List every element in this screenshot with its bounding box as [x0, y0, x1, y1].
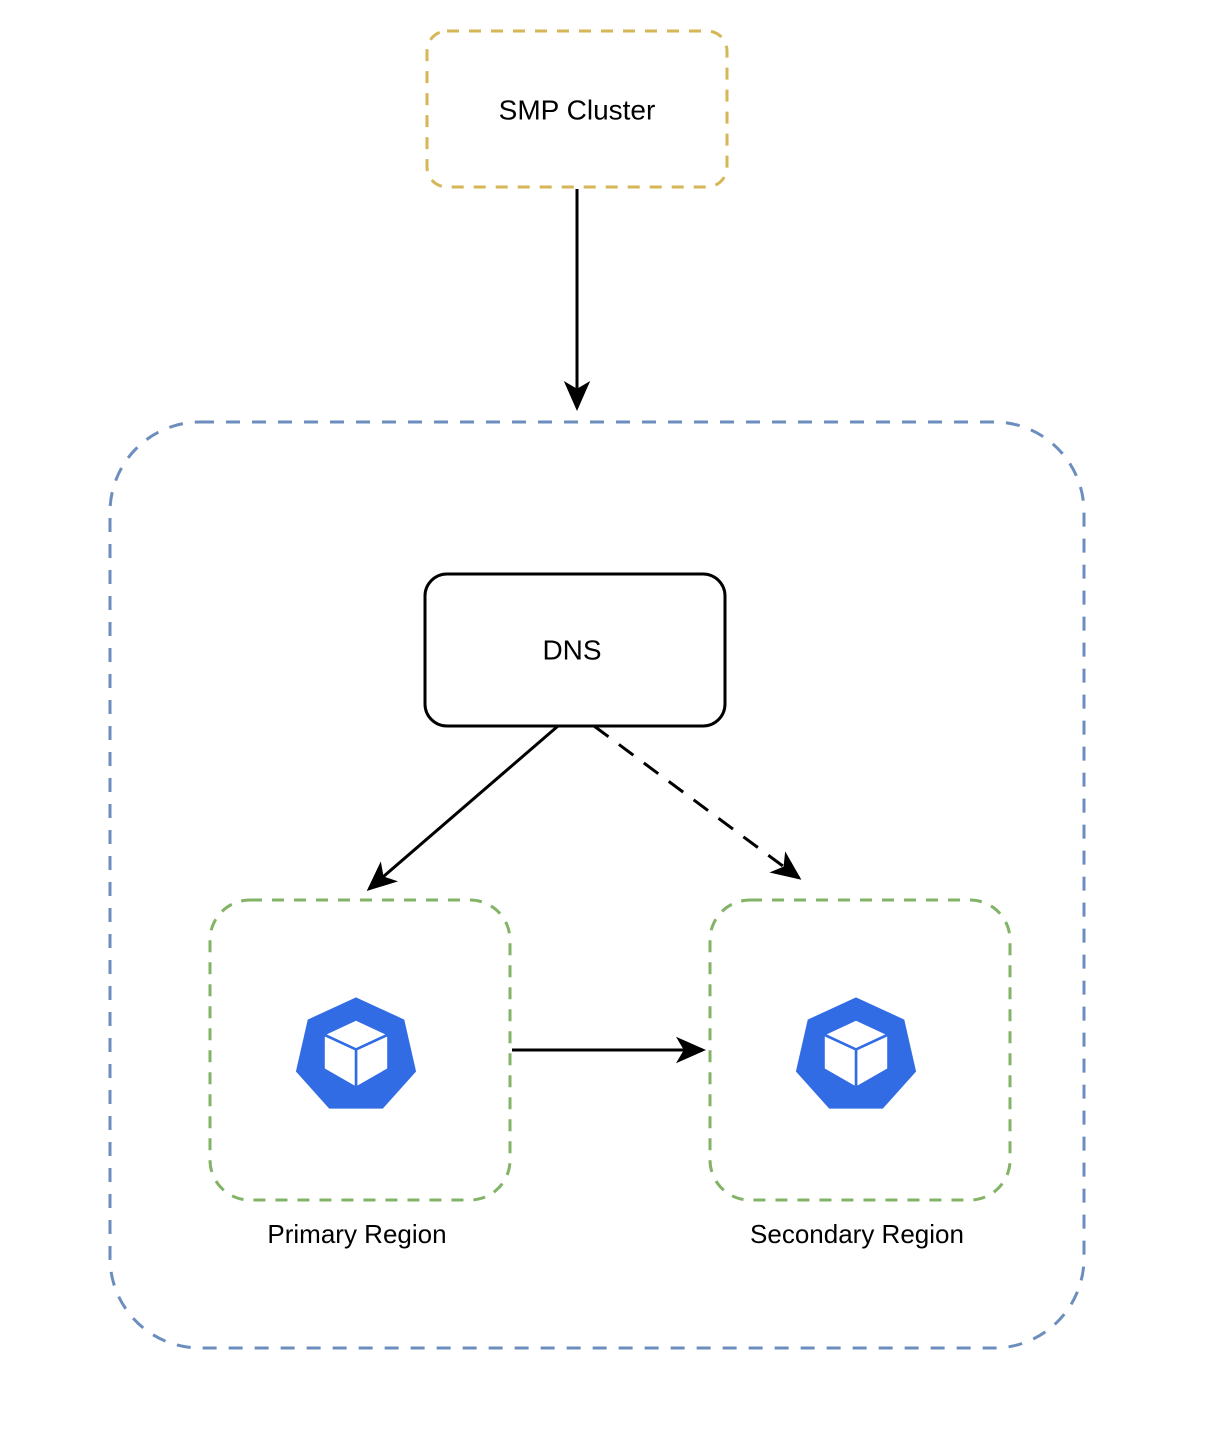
kubernetes-icon — [795, 997, 917, 1109]
dns-label: DNS — [542, 634, 601, 665]
smp-cluster-node[interactable]: SMP Cluster — [425, 29, 729, 189]
dns-node[interactable]: DNS — [423, 572, 727, 728]
secondary-region-node[interactable]: Secondary Region — [708, 898, 1012, 1249]
edge-line — [593, 724, 802, 880]
smp-cluster-border — [425, 29, 729, 189]
outer-platform-container[interactable] — [108, 420, 1086, 1350]
edge-line — [366, 724, 559, 891]
edge-dns-to-secondary-region[interactable] — [593, 724, 802, 880]
outer-platform-border — [108, 420, 1086, 1350]
kubernetes-icon — [295, 997, 417, 1109]
primary-region-node[interactable]: Primary Region — [208, 898, 512, 1249]
dns-border — [423, 572, 727, 728]
secondary-region-label: Secondary Region — [750, 1219, 964, 1249]
primary-region-label: Primary Region — [267, 1219, 446, 1249]
edge-dns-to-primary-region[interactable] — [366, 724, 559, 891]
smp-cluster-label: SMP Cluster — [499, 94, 656, 125]
